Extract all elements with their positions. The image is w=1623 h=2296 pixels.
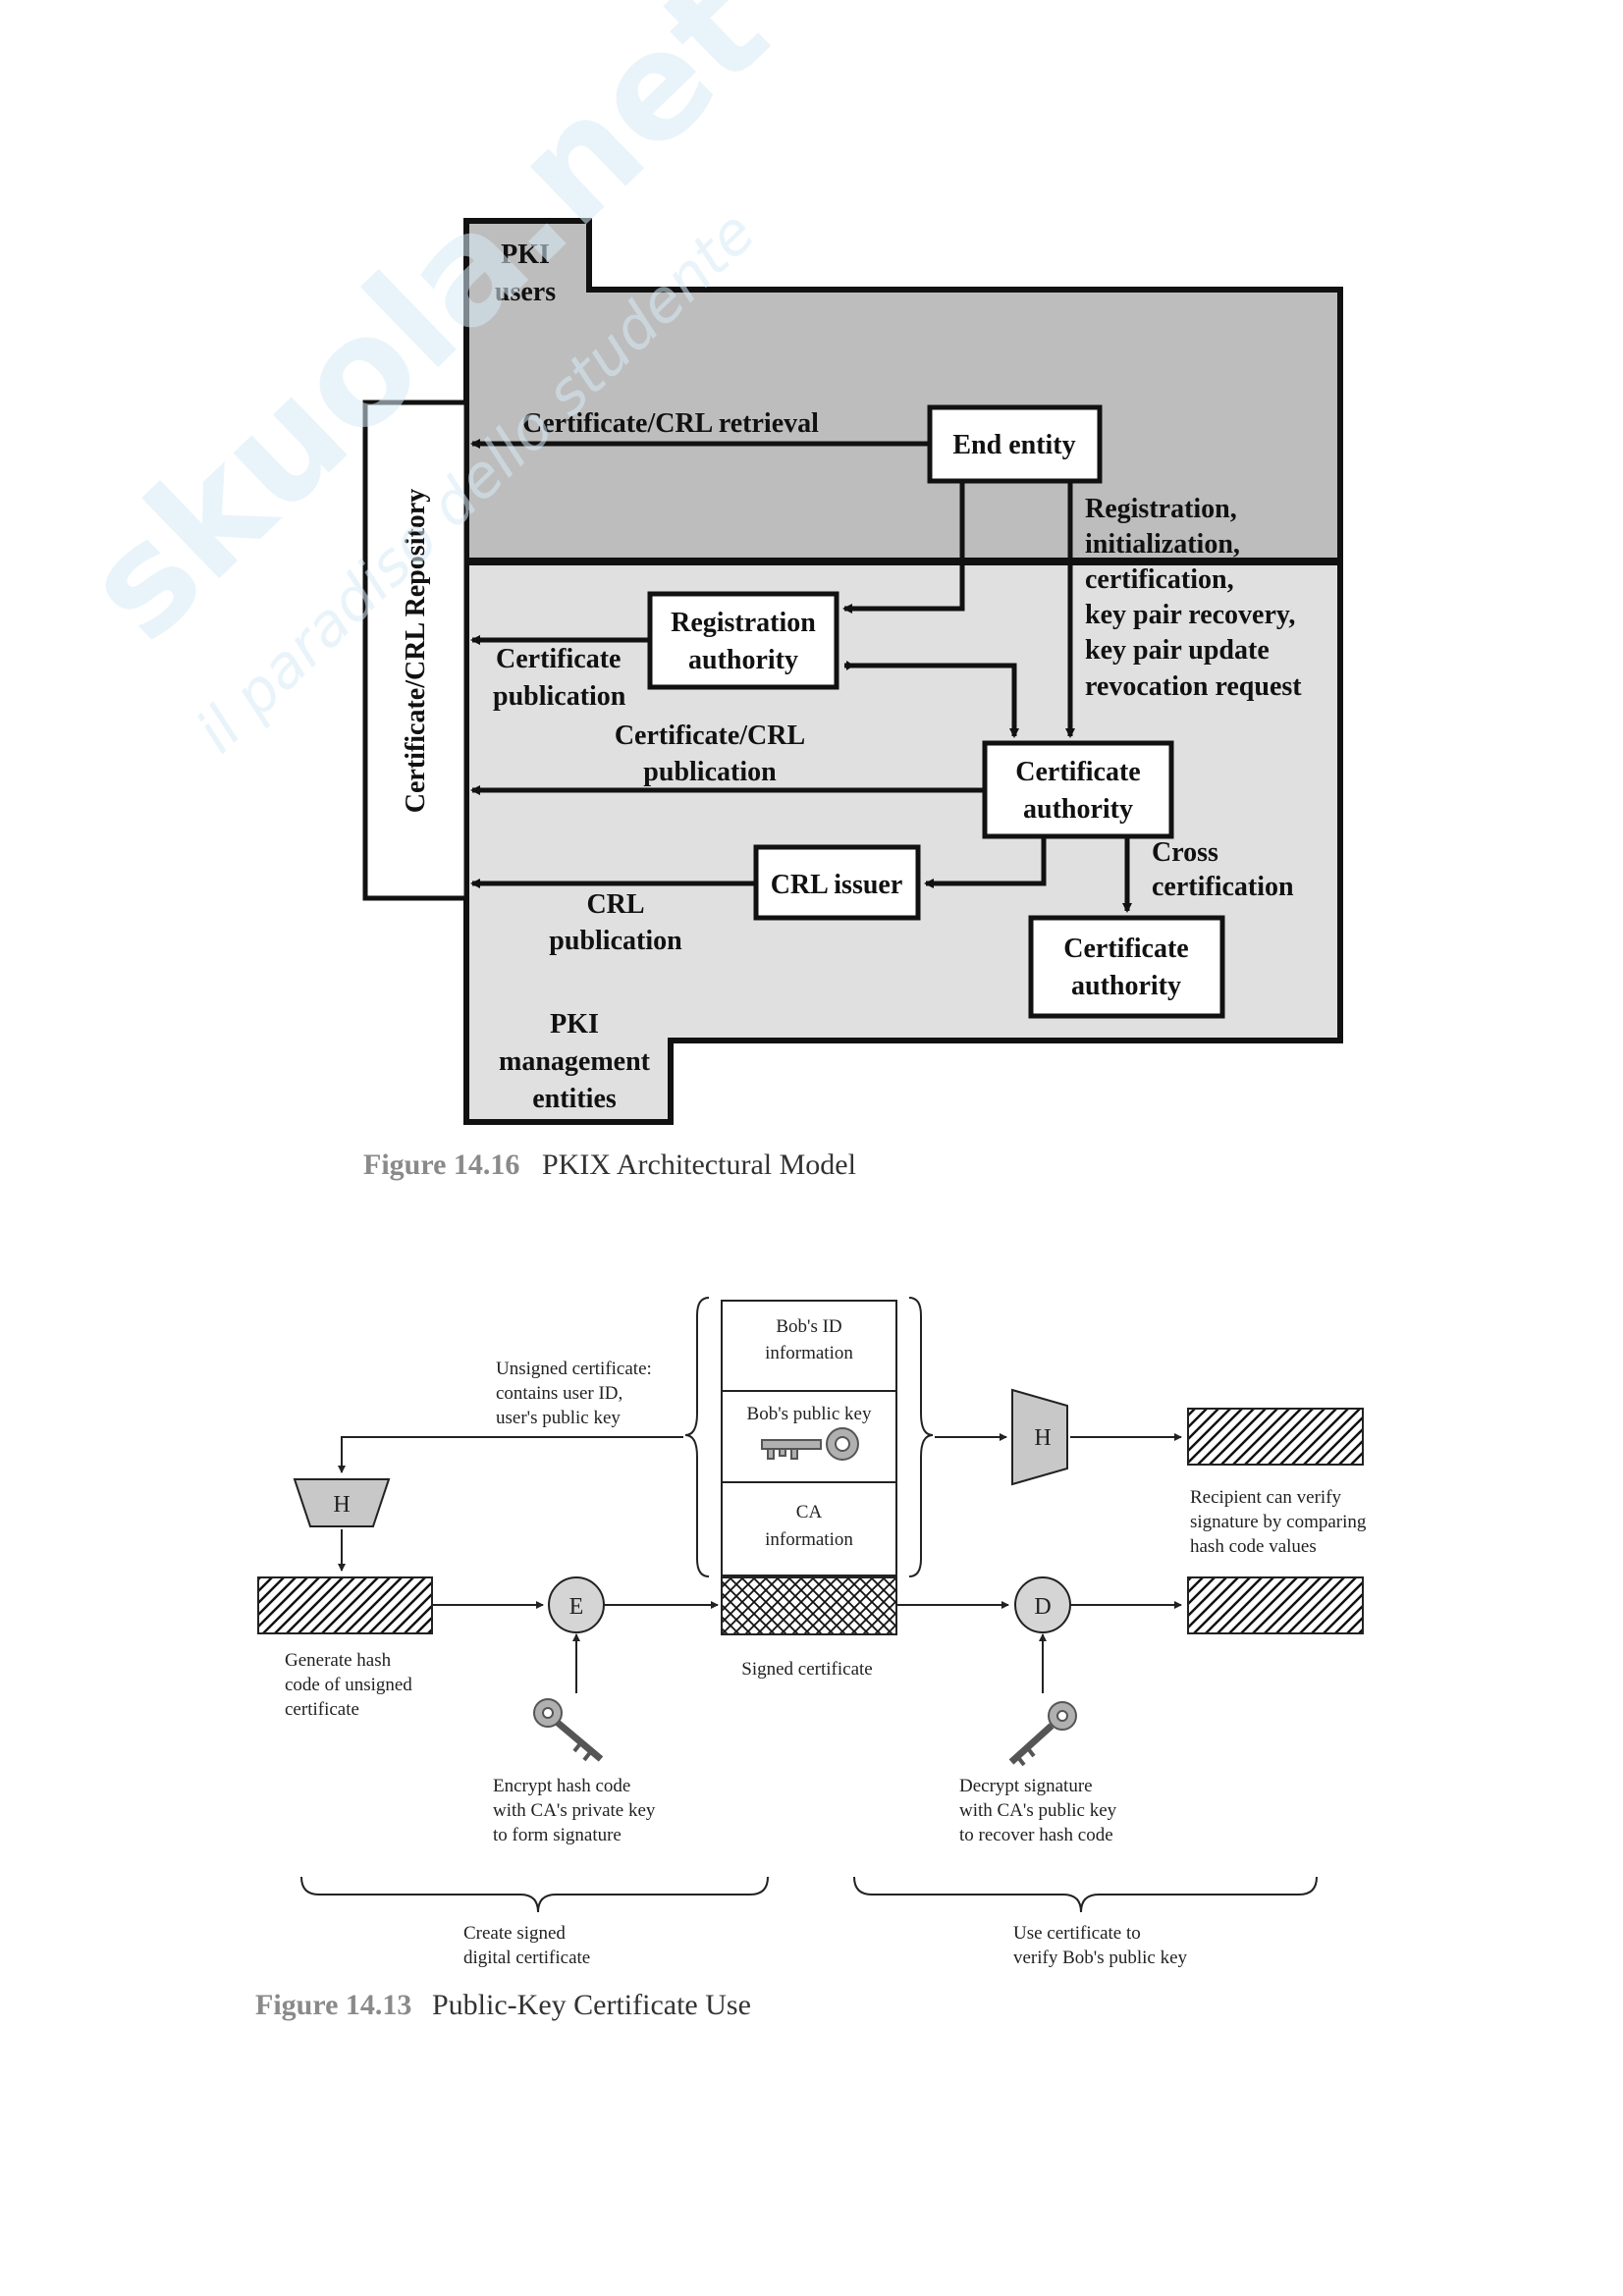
repository-label: Certificate/CRL Repository xyxy=(401,489,431,813)
hash-left-label: H xyxy=(333,1492,350,1518)
unsigned-note-3: user's public key xyxy=(496,1408,621,1428)
cert-ca-label-2: information xyxy=(765,1529,853,1550)
figure2-caption-number: Figure 14.13 xyxy=(255,1989,411,2021)
decrypt-note-1: Decrypt signature xyxy=(959,1776,1093,1796)
registration-label-2: initialization, xyxy=(1085,529,1240,560)
recipient-note-1: Recipient can verify xyxy=(1190,1487,1342,1508)
registration-label-6: revocation request xyxy=(1085,671,1302,702)
use-note-1: Use certificate to xyxy=(1013,1923,1141,1944)
use-note-2: verify Bob's public key xyxy=(1013,1948,1188,1968)
cert-ca-label-1: CA xyxy=(796,1502,823,1522)
hash-code-computed xyxy=(1187,1408,1364,1466)
registration-label-3: certification, xyxy=(1085,564,1234,595)
ca-public-key-icon xyxy=(1008,1701,1077,1767)
public-key-icon xyxy=(761,1427,859,1461)
pkix-diagram: Certificate/CRL Repository PKI users PKI… xyxy=(362,218,1343,1181)
cert-id-label-2: information xyxy=(765,1343,853,1363)
certificate-authority-2-label-1: Certificate xyxy=(1063,934,1188,964)
certificate-authority-2-box xyxy=(1028,915,1225,1019)
hash-function-left xyxy=(293,1478,391,1527)
certcrl-pub-label-2: publication xyxy=(643,757,777,787)
hash-code-unsigned xyxy=(257,1576,433,1634)
private-key-icon xyxy=(533,1698,604,1762)
hash-right-label: H xyxy=(1034,1425,1051,1451)
certificate-use-diagram: Bob's ID information Bob's public key CA… xyxy=(255,1297,1367,2021)
generate-note-3: certificate xyxy=(285,1699,359,1720)
registration-label-1: Registration, xyxy=(1085,494,1237,524)
right-brace xyxy=(908,1297,934,1577)
recipient-note-3: hash code values xyxy=(1190,1536,1317,1557)
certificate-authority-2-label-2: authority xyxy=(1071,971,1181,1001)
generate-note-2: code of unsigned xyxy=(285,1675,412,1695)
cross-label-2: certification xyxy=(1152,872,1294,902)
pki-users-label-1: PKI xyxy=(501,240,550,270)
encrypt-node xyxy=(548,1576,605,1633)
unsigned-note-1: Unsigned certificate: xyxy=(496,1359,652,1379)
cert-pub-label-1: Certificate xyxy=(496,644,621,674)
cert-id-label-1: Bob's ID xyxy=(776,1316,841,1337)
certificate-authority-label-2: authority xyxy=(1023,794,1133,825)
registration-label-5: key pair update xyxy=(1085,635,1270,666)
unsigned-to-hash-arrow xyxy=(338,1436,683,1473)
encrypt-label: E xyxy=(569,1594,584,1620)
registration-authority-label-1: Registration xyxy=(671,608,816,638)
crl-issuer-box xyxy=(753,844,921,921)
encrypt-note-1: Encrypt hash code xyxy=(493,1776,630,1796)
decrypt-label: D xyxy=(1034,1594,1051,1620)
decrypt-note-2: with CA's public key xyxy=(959,1800,1117,1821)
registration-authority-box xyxy=(647,591,839,690)
ra-ca-back-arrowhead xyxy=(846,661,854,670)
crl-pub-label-2: publication xyxy=(549,926,682,956)
signed-certificate-label: Signed certificate xyxy=(741,1659,872,1680)
create-brace xyxy=(300,1876,769,1913)
figure1-caption-title: PKIX Architectural Model xyxy=(542,1148,856,1181)
certificate-authority-box xyxy=(982,740,1174,839)
encrypt-note-3: to form signature xyxy=(493,1825,622,1845)
cert-pub-label-2: publication xyxy=(493,681,626,712)
end-entity-label: End entity xyxy=(952,430,1075,460)
retrieval-label: Certificate/CRL retrieval xyxy=(522,408,819,439)
ra-ca-arrow xyxy=(844,663,1019,738)
pki-management-label-3: entities xyxy=(532,1084,617,1114)
pki-management-label-2: management xyxy=(499,1046,651,1077)
repository-box xyxy=(362,400,469,901)
crl-issuer-label: CRL issuer xyxy=(771,870,903,900)
cert-pubkey-box xyxy=(721,1390,897,1483)
crl-pub-label-1: CRL xyxy=(586,889,644,920)
pki-users-label-2: users xyxy=(495,277,556,307)
generate-note-1: Generate hash xyxy=(285,1650,392,1671)
registration-label-4: key pair recovery, xyxy=(1085,600,1295,630)
certcrl-pub-label-1: Certificate/CRL xyxy=(615,721,805,751)
cross-label-1: Cross xyxy=(1152,837,1218,868)
create-note-1: Create signed xyxy=(463,1923,566,1944)
pki-management-label-1: PKI xyxy=(550,1009,599,1040)
decrypt-note-3: to recover hash code xyxy=(959,1825,1113,1845)
ca-to-crl-arrow xyxy=(924,836,1047,888)
use-brace xyxy=(853,1876,1318,1913)
encrypt-note-2: with CA's private key xyxy=(493,1800,656,1821)
recipient-note-2: signature by comparing xyxy=(1190,1512,1367,1532)
left-brace xyxy=(684,1297,710,1577)
figure2-caption-title: Public-Key Certificate Use xyxy=(432,1989,751,2021)
decrypt-node xyxy=(1014,1576,1071,1633)
certificate-use-arrows xyxy=(338,1433,1182,1693)
cert-ca-box xyxy=(721,1481,897,1576)
signed-certificate-signature xyxy=(721,1576,897,1635)
hash-function-right xyxy=(1011,1388,1068,1486)
unsigned-note-2: contains user ID, xyxy=(496,1383,622,1404)
figure1-caption-number: Figure 14.16 xyxy=(363,1148,519,1181)
end-entity-to-ra-arrow xyxy=(842,481,965,614)
create-note-2: digital certificate xyxy=(463,1948,590,1968)
cert-id-box xyxy=(721,1300,897,1392)
certificate-authority-label-1: Certificate xyxy=(1015,757,1140,787)
pkix-arrows xyxy=(470,439,1132,913)
registration-authority-label-2: authority xyxy=(688,645,798,675)
hash-code-recovered xyxy=(1187,1576,1364,1634)
cert-pubkey-label: Bob's public key xyxy=(747,1404,872,1424)
